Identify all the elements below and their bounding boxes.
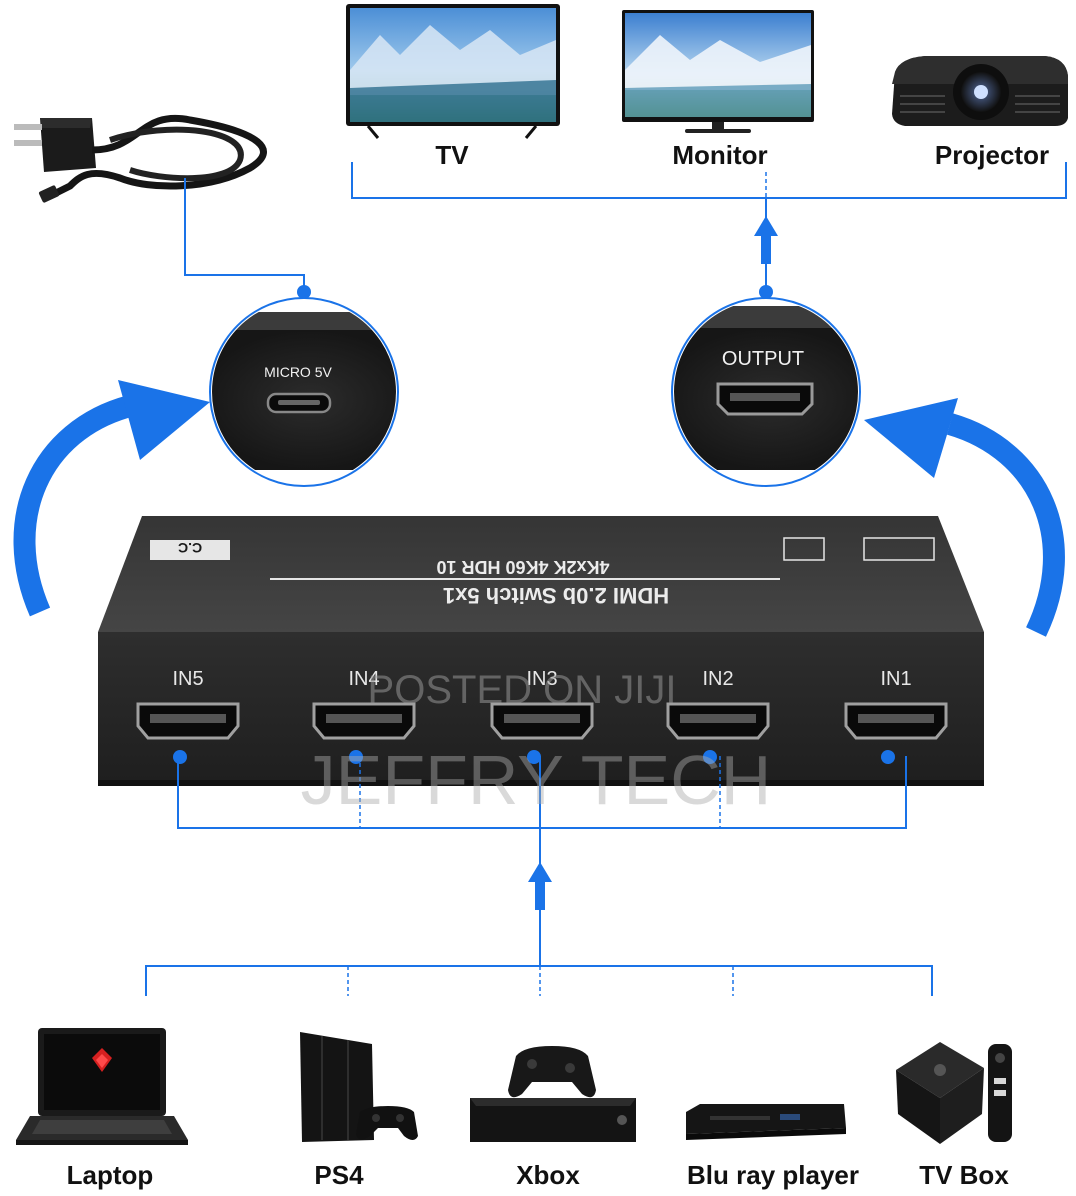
watermark-jeffry: JEFFRY TECH [300,741,772,819]
hdmi-port-in2 [666,702,770,764]
output-port-label: OUTPUT [721,348,805,370]
ps4-label: PS4 [314,1160,364,1190]
monitor-label: Monitor [672,140,768,170]
bluray-label: Blu ray player [687,1160,859,1190]
port-connector-dot [527,750,541,764]
power-port-zoom [209,297,399,487]
port-connector-dot [173,750,187,764]
bluray-player-icon [686,1104,846,1140]
watermark-posted: POSTED ON JIJI [367,668,677,712]
port-connector-dot [703,750,717,764]
ps4-icon [300,1032,418,1142]
right-curved-arrow-icon [864,398,1065,637]
hdmi-port-in3 [490,702,594,764]
device-subtitle: 4Kx2K 4K60 HDR 10 [436,557,610,577]
device-badge-left: C.C [177,540,203,556]
hdmi-port-in4 [312,702,416,764]
micro-5v-label: MICRO 5V [264,364,332,380]
tvbox-label: TV Box [919,1160,1009,1190]
port-label-in1: IN1 [880,668,912,690]
device-title: HDMI 2.0b Switch 5x1 [442,583,670,608]
left-curved-arrow-icon [13,380,210,617]
hdmi-port-in1 [844,702,948,764]
power-adapter-icon [14,114,267,203]
monitor-icon [622,10,814,133]
port-connector-dot [349,750,363,764]
port-label-in2: IN2 [702,668,734,690]
tv-icon [346,4,560,139]
output-port-zoom [671,297,861,487]
port-label-in5: IN5 [172,668,204,690]
port-label-in4: IN4 [348,668,380,690]
port-label-in3: IN3 [526,668,558,690]
port-connector-dot [881,750,895,764]
projector-label: Projector [934,140,1050,170]
projector-icon [892,56,1068,126]
laptop-label: Laptop [66,1160,154,1190]
laptop-icon [16,1028,188,1145]
xbox-label: Xbox [516,1160,580,1190]
tv-box-icon [896,1042,1012,1144]
hdmi-port-in5 [136,702,240,764]
tv-label: TV [435,140,469,170]
xbox-icon [470,1046,636,1142]
